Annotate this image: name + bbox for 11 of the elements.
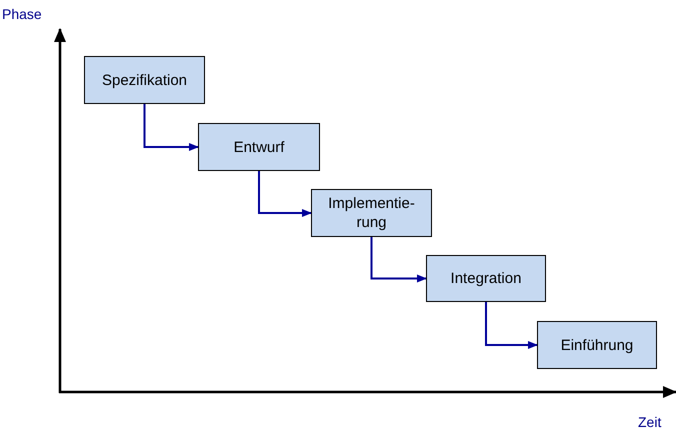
process-box: Integration xyxy=(426,255,546,302)
axis-label: Phase xyxy=(2,6,42,22)
arrow xyxy=(144,104,199,151)
process-box: Spezifikation xyxy=(84,56,205,104)
process-box: Implementie- rung xyxy=(311,189,432,237)
arrow xyxy=(485,302,538,349)
arrow xyxy=(370,237,427,282)
process-box: Entwurf xyxy=(198,123,320,171)
arrow xyxy=(258,171,312,217)
axis-label: Zeit xyxy=(638,414,662,430)
process-box: Einführung xyxy=(537,321,657,369)
